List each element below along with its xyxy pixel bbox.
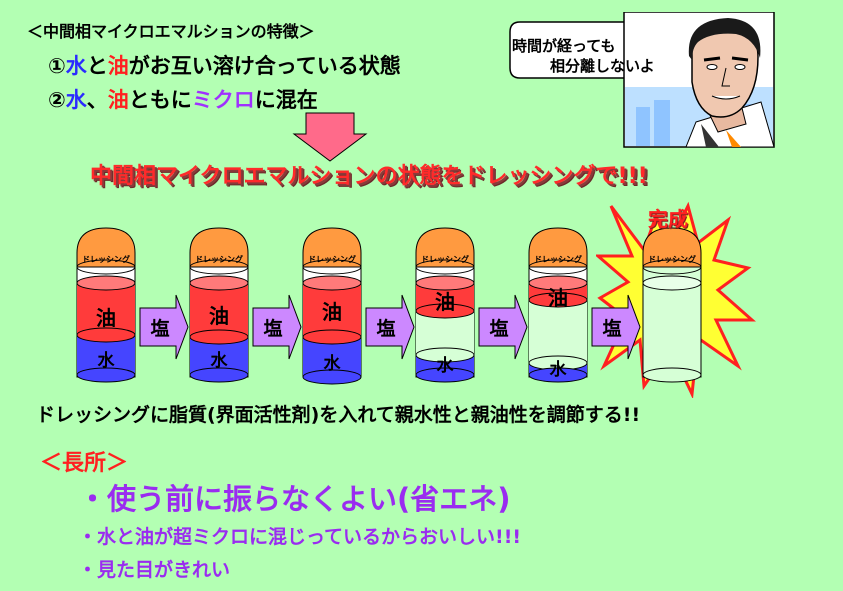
salt-label: 塩 — [489, 317, 508, 340]
speech-line-1: 時間が経っても — [512, 37, 616, 55]
salt-arrow-5: 塩 — [591, 294, 641, 360]
merit-3: ・見た目がきれい — [78, 559, 231, 581]
salt-label: 塩 — [150, 317, 169, 340]
mixed-layer — [529, 300, 587, 363]
arrow-icon — [478, 294, 528, 360]
oil-layer — [303, 283, 361, 337]
feature-2-micro: ミクロ — [191, 88, 255, 112]
bottle-cap-label: ドレッシング — [195, 254, 243, 264]
feature-2-sep: 、 — [86, 88, 108, 112]
down-arrow-icon — [292, 112, 368, 162]
dressing-bottle-6: ドレッシング — [642, 227, 702, 383]
arrow-icon — [252, 294, 302, 360]
salt-label: 塩 — [263, 317, 282, 340]
dressing-note: ドレッシングに脂質(界面活性剤)を入れて親水性と親油性を調節する!! — [36, 404, 641, 426]
bottle-cap — [415, 227, 475, 268]
headline: 中間相マイクロエマルションの状態をドレッシングで!!! — [90, 164, 648, 189]
salt-arrow-4: 塩 — [478, 294, 528, 360]
complete-label: 完成 — [648, 207, 688, 231]
oil-label: 油 — [96, 306, 116, 330]
merit-2: ・水と油が超ミクロに混じっているからおいしい!!! — [78, 526, 522, 548]
salt-arrow-2: 塩 — [252, 294, 302, 360]
arrow-icon — [365, 294, 415, 360]
bottle-cap-label: ドレッシング — [421, 254, 469, 264]
feature-1-rest: がお互い溶け合っている状態 — [128, 54, 401, 78]
water-label: 水 — [550, 359, 568, 380]
salt-arrow-3: 塩 — [365, 294, 415, 360]
salt-label: 塩 — [376, 317, 395, 340]
bottle-cap — [302, 227, 362, 268]
feature-2-rest: に混在 — [254, 88, 318, 112]
bottle-cap — [76, 227, 136, 268]
oil-layer — [190, 283, 248, 337]
water-label: 水 — [437, 355, 455, 376]
oil-layer — [77, 283, 135, 335]
heading: ＜中間相マイクロエマルションの特徴＞ — [27, 22, 315, 41]
water-label: 水 — [211, 350, 229, 371]
bottle-cap — [528, 227, 588, 268]
feature-2-oil: 油 — [107, 88, 129, 112]
salt-arrow-1: 塩 — [139, 294, 189, 360]
oil-label: 油 — [209, 304, 229, 328]
feature-1-oil: 油 — [107, 54, 129, 78]
bottle-cap — [189, 227, 249, 268]
feature-2-number: ② — [48, 88, 66, 112]
oil-label: 油 — [322, 300, 342, 324]
bottle-cap-label: ドレッシング — [308, 254, 356, 264]
bottle-sequence: ドレッシング油水ドレッシング油水ドレッシング油水ドレッシング油水ドレッシング油水… — [76, 227, 702, 385]
merits-title: ＜長所＞ — [40, 451, 129, 476]
arrow-icon — [591, 294, 641, 360]
water-label: 水 — [324, 353, 342, 374]
feature-line-1: ①水と油がお互い溶け合っている状態 — [48, 50, 401, 80]
bottle-cap-label: ドレッシング — [534, 254, 582, 264]
feature-1-and: と — [86, 54, 108, 78]
merit-1: ・使う前に振らなくよい(省エネ) — [78, 482, 511, 516]
bottle-cap-label: ドレッシング — [648, 254, 696, 264]
salt-label: 塩 — [602, 317, 621, 340]
feature-1-number: ① — [48, 54, 66, 78]
feature-2-water: 水 — [65, 88, 87, 112]
feature-1-water: 水 — [65, 54, 87, 78]
oil-label: 油 — [548, 286, 568, 310]
bottle-cap — [642, 227, 702, 268]
speech-bubble-text: 時間が経っても 相分離しないよ — [512, 36, 655, 76]
water-label: 水 — [98, 350, 116, 371]
feature-line-2: ②水、油ともにミクロに混在 — [48, 84, 318, 114]
feature-2-mid: ともに — [128, 88, 192, 112]
arrow-icon — [139, 294, 189, 360]
oil-label: 油 — [435, 290, 455, 314]
speech-bubble-illustration — [509, 12, 775, 148]
speech-line-2: 相分離しないよ — [550, 57, 655, 75]
bottle-cap-label: ドレッシング — [82, 254, 130, 264]
